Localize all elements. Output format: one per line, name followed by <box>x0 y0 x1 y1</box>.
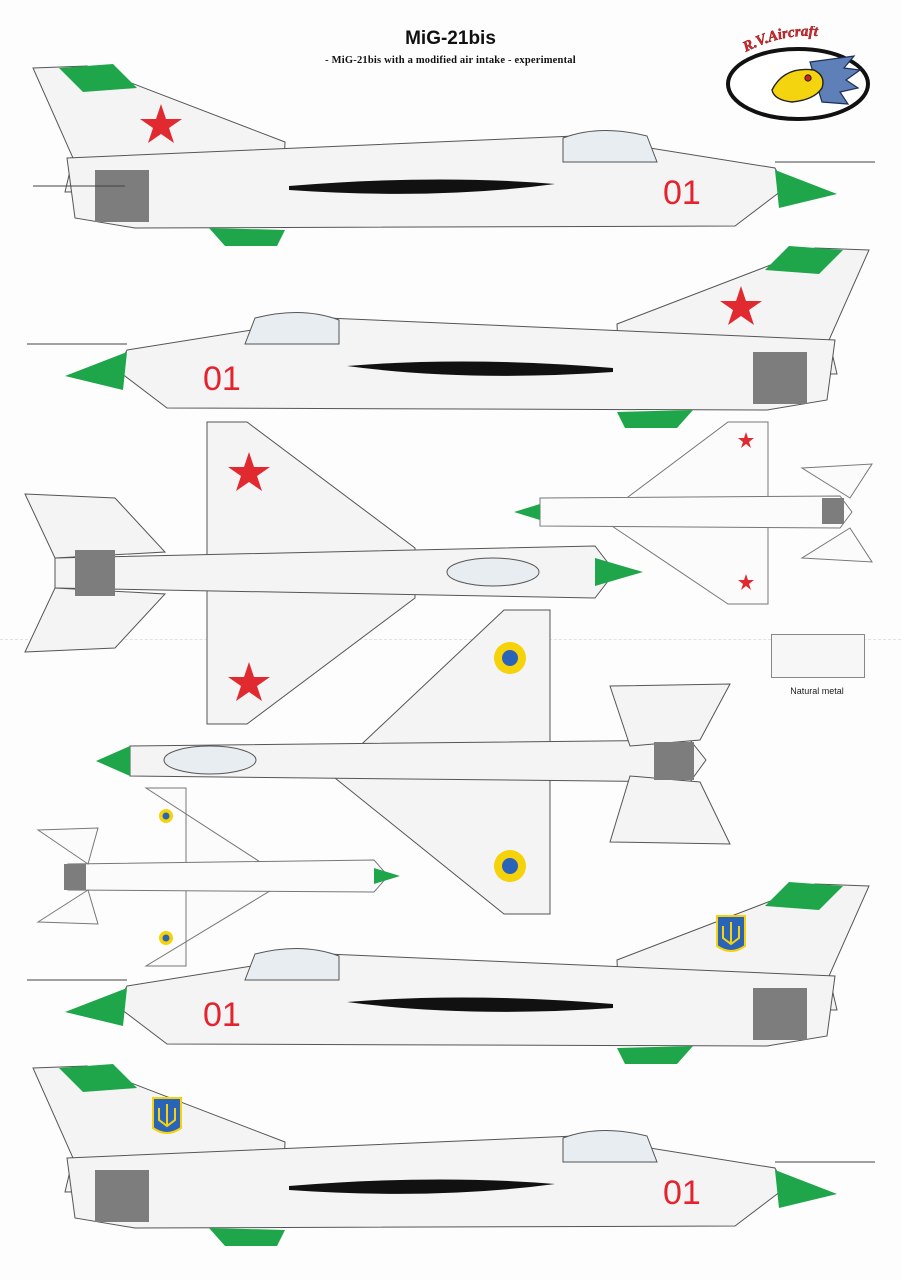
canopy <box>446 557 540 587</box>
ukraine-roundel-icon <box>159 931 173 945</box>
profile-right-side-ukraine: 01 <box>27 882 870 1064</box>
profile-top-view-ukraine <box>96 609 731 915</box>
side-number: 01 <box>203 996 241 1034</box>
ventral-fin-marking <box>209 228 285 246</box>
ukraine-trident-icon <box>716 915 746 952</box>
red-star-icon <box>228 452 270 491</box>
nose-cone <box>775 170 837 208</box>
profile-bottom-view-ukraine <box>36 787 400 967</box>
page-subtitle: - MiG-21bis with a modified air intake -… <box>325 55 576 66</box>
profile-right-side-red-star: 01 <box>27 246 870 428</box>
exhaust-section <box>95 170 149 222</box>
mig21-side-view <box>27 246 870 428</box>
mig21-side-view <box>27 882 870 1064</box>
natural-metal-swatch <box>771 634 865 678</box>
red-star-icon <box>738 574 754 590</box>
ukraine-trident-icon <box>152 1097 182 1134</box>
nose-cone <box>96 746 130 776</box>
ukraine-roundel-icon <box>494 642 526 674</box>
mig21-side-view <box>32 1064 875 1246</box>
ukraine-roundel-icon <box>159 809 173 823</box>
red-star-icon <box>738 432 754 448</box>
profile-left-side-ukraine: 01 <box>32 1064 875 1246</box>
nose-cone <box>65 988 127 1026</box>
sheet-fold-line <box>0 639 901 640</box>
side-number: 01 <box>663 1174 701 1212</box>
side-number: 01 <box>663 174 701 212</box>
red-star-icon <box>228 662 270 701</box>
nose-cone <box>374 868 400 884</box>
nose-cone <box>65 352 127 390</box>
ukraine-roundel-icon <box>494 850 526 882</box>
red-star-icon <box>140 104 182 143</box>
profile-top-view-red-star <box>24 421 643 725</box>
mig21-side-view: 01 <box>32 64 875 246</box>
nose-cone <box>514 504 540 520</box>
wing-root-shadow <box>289 179 555 194</box>
nose-cone <box>775 1170 837 1208</box>
natural-metal-label: Natural metal <box>790 686 844 696</box>
page-title: MiG-21bis <box>405 28 496 49</box>
profile-bottom-view-red-star <box>514 421 873 605</box>
eagle-head-icon <box>771 55 862 105</box>
tail-tip-marking <box>59 64 137 92</box>
rv-aircraft-logo: R.V.Aircraft <box>726 26 870 121</box>
red-star-icon <box>720 286 762 325</box>
profile-left-side-red-star: 01 <box>32 64 875 246</box>
nose-cone <box>595 558 643 586</box>
side-number: 01 <box>203 360 241 398</box>
